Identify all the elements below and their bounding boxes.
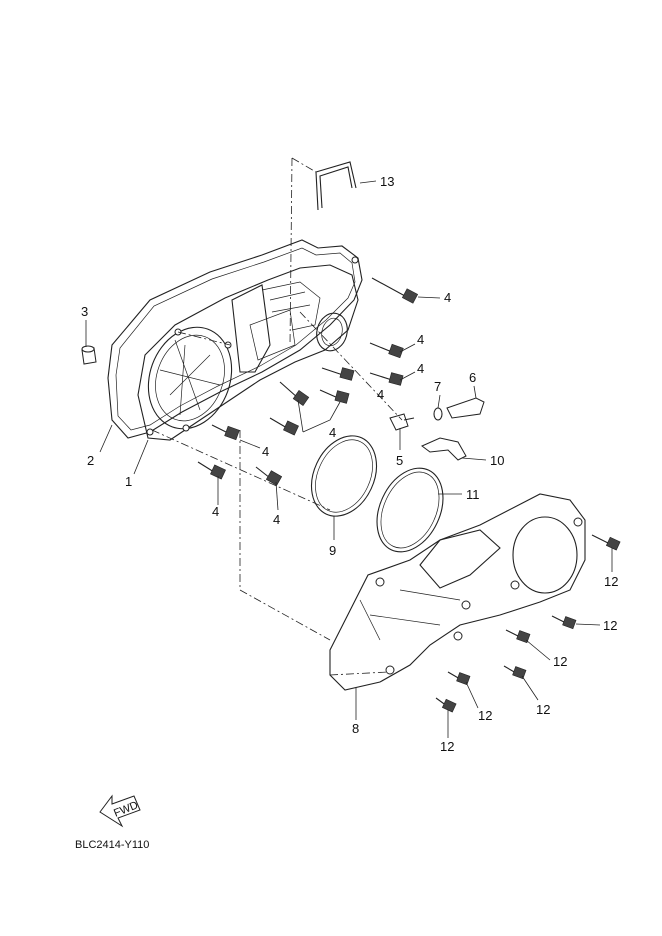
callout-8: 8 (352, 721, 359, 736)
callout-4-b: 4 (417, 332, 424, 347)
seal-part-10 (421, 437, 467, 461)
bolt-set-part-12 (435, 534, 621, 713)
callout-4-f: 4 (262, 444, 269, 459)
fitting-part-5 (389, 413, 415, 431)
bolt-4b (369, 342, 404, 359)
callout-6: 6 (469, 370, 476, 385)
outer-cover-part-8 (329, 493, 586, 691)
callout-12-d: 12 (536, 702, 550, 717)
bolt-4c (369, 372, 404, 386)
bolt-4h (211, 424, 240, 441)
callout-13: 13 (380, 174, 394, 189)
bolt-12b (551, 615, 577, 630)
gasket-part-2 (107, 239, 363, 439)
callout-10: 10 (490, 453, 504, 468)
assembly-lines (151, 157, 403, 676)
bolt-4f (279, 381, 310, 406)
clamp-part-7 (433, 407, 443, 421)
callout-4-e: 4 (329, 425, 336, 440)
callout-4-a: 4 (444, 290, 451, 305)
callout-4-g: 4 (212, 504, 219, 519)
callout-12-a: 12 (604, 574, 618, 589)
bolt-4d (321, 367, 355, 381)
callout-12-b: 12 (603, 618, 617, 633)
dowel-part-3 (81, 345, 97, 365)
leader-lines (85, 180, 613, 738)
callouts: 13 4 4 4 4 4 4 4 4 3 2 1 5 7 6 10 11 9 1… (81, 174, 618, 754)
elbow-part-6 (446, 397, 485, 419)
callout-12-c: 12 (553, 654, 567, 669)
callout-7: 7 (434, 379, 441, 394)
bolt-4i (197, 461, 226, 480)
clip-part-13 (315, 161, 357, 211)
callout-11: 11 (466, 487, 480, 502)
callout-4-h: 4 (273, 512, 280, 527)
callout-1: 1 (125, 474, 132, 489)
bolt-12e (447, 671, 471, 686)
callout-4-d: 4 (377, 387, 384, 402)
bolt-12d (503, 665, 527, 680)
callout-12-e: 12 (478, 708, 492, 723)
bolt-4j (255, 466, 283, 486)
bolt-12f (435, 697, 457, 713)
bolt-4e (319, 389, 350, 404)
callout-5: 5 (396, 453, 403, 468)
callout-4-c: 4 (417, 361, 424, 376)
callout-12-f: 12 (440, 739, 454, 754)
callout-3: 3 (81, 304, 88, 319)
crankcase-cover-part-1 (137, 256, 359, 441)
callout-9: 9 (329, 543, 336, 558)
callout-2: 2 (87, 453, 94, 468)
o-ring-part-9 (310, 435, 378, 517)
bolt-4a (371, 277, 419, 304)
fwd-arrow-icon: FWD (99, 794, 141, 828)
bolt-12a (591, 534, 621, 551)
o-ring-part-11 (376, 467, 444, 553)
bolt-4g (269, 417, 299, 436)
bolt-12c (505, 629, 531, 644)
diagram-code: BLC2414-Y110 (75, 839, 149, 851)
bolt-set-part-4 (197, 277, 419, 486)
